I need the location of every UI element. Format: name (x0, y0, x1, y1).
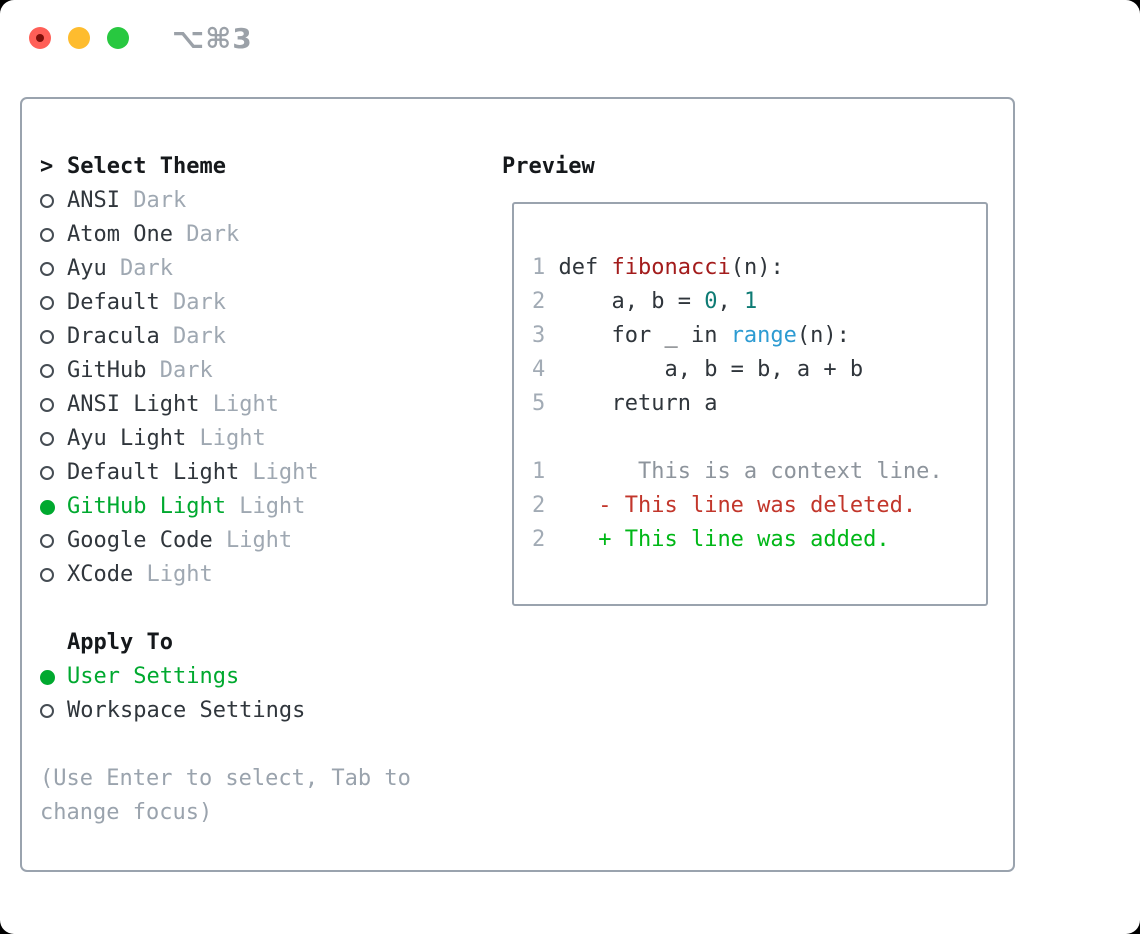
preview-code: 1 def fibonacci(n): 2 a, b = 0, 1 3 for _ … (532, 251, 986, 557)
theme-option-ansi-light[interactable]: ANSI Light Light (40, 388, 502, 422)
theme-option-dracula[interactable]: Dracula Dark (40, 320, 502, 354)
theme-name: Dracula (67, 324, 160, 349)
theme-variant-tag: Dark (172, 222, 240, 247)
theme-name: Default Light (67, 460, 240, 485)
minimize-button-icon[interactable] (68, 27, 90, 49)
theme-option-default-light[interactable]: Default Light Light (40, 456, 502, 490)
theme-name: ANSI (67, 188, 120, 213)
radio-icon (40, 432, 54, 446)
theme-option-ayu-light[interactable]: Ayu Light Light (40, 422, 502, 456)
apply-to-option-workspace-settings[interactable]: Workspace Settings (40, 694, 502, 728)
theme-name: ANSI Light (67, 392, 200, 417)
theme-option-ansi[interactable]: ANSI Dark (40, 184, 502, 218)
theme-variant-tag: Dark (106, 256, 173, 281)
titlebar: ⌥⌘3 (0, 0, 1140, 76)
theme-option-github[interactable]: GitHub Dark (40, 354, 502, 388)
diff-deleted-line: 2 - This line was deleted. (532, 493, 917, 518)
theme-option-atom-one[interactable]: Atom One Dark (40, 218, 502, 252)
preview-box: 1 def fibonacci(n): 2 a, b = 0, 1 3 for _ … (512, 202, 988, 606)
help-text: (Use Enter to select, Tab to change focu… (40, 766, 425, 825)
radio-icon (40, 534, 54, 548)
theme-option-github-light[interactable]: GitHub Light Light (40, 490, 502, 524)
radio-selected-icon (40, 499, 55, 515)
focus-chevron-icon: > (40, 154, 54, 179)
select-theme-title: Select Theme (67, 154, 226, 179)
theme-name: XCode (67, 562, 134, 587)
radio-icon (40, 466, 54, 480)
code-line-1: 1 def fibonacci(n): (532, 255, 784, 280)
apply-to-label: User Settings (67, 664, 240, 689)
code-line-3: 3 for _ in range(n): (532, 323, 850, 348)
radio-icon (40, 262, 54, 276)
theme-name: GitHub Light (67, 494, 226, 519)
theme-variant-tag: Dark (146, 358, 213, 383)
blank-line (532, 421, 986, 455)
code-line-2: 2 a, b = 0, 1 (532, 289, 758, 314)
theme-name: Google Code (67, 528, 213, 553)
theme-variant-tag: Dark (159, 324, 226, 349)
close-button-icon[interactable] (29, 27, 51, 49)
spacer (40, 592, 502, 626)
preview-header: Preview (502, 150, 1013, 184)
theme-name: Ayu (67, 256, 107, 281)
radio-icon (40, 398, 54, 412)
apply-to-title: Apply To (67, 630, 173, 655)
radio-icon (40, 330, 54, 344)
radio-icon (40, 568, 54, 582)
theme-variant-tag: Dark (119, 188, 187, 213)
theme-name: Default (67, 290, 160, 315)
diff-added-line: 2 + This line was added. (532, 527, 890, 552)
radio-icon (40, 194, 54, 208)
apply-to-option-user-settings[interactable]: User Settings (40, 660, 502, 694)
code-line-4: 4 a, b = b, a + b (532, 357, 864, 382)
theme-variant-tag: Light (239, 460, 319, 485)
apply-to-header: Apply To (40, 626, 502, 660)
theme-name: Atom One (67, 222, 173, 247)
theme-variant-tag: Light (199, 392, 279, 417)
select-theme-header: > Select Theme (40, 150, 502, 184)
theme-option-default[interactable]: Default Dark (40, 286, 502, 320)
window-shortcut-label: ⌥⌘3 (172, 21, 253, 55)
code-line-5: 5 return a (532, 391, 718, 416)
radio-icon (40, 364, 54, 378)
theme-variant-tag: Light (212, 528, 293, 553)
zoom-button-icon[interactable] (107, 27, 129, 49)
theme-variant-tag: Light (225, 494, 306, 519)
preview-title: Preview (502, 154, 595, 179)
theme-name: GitHub (67, 358, 147, 383)
radio-selected-icon (40, 669, 55, 685)
theme-name: Ayu Light (67, 426, 187, 451)
diff-context-line: 1 This is a context line. (532, 459, 943, 484)
theme-option-ayu[interactable]: Ayu Dark (40, 252, 502, 286)
theme-variant-tag: Light (186, 426, 266, 451)
theme-variant-tag: Dark (159, 290, 226, 315)
apply-to-label: Workspace Settings (67, 698, 306, 723)
radio-icon (40, 228, 54, 242)
theme-variant-tag: Light (133, 562, 213, 587)
theme-option-xcode[interactable]: XCode Light (40, 558, 502, 592)
preview-column: Preview 1 def fibonacci(n): 2 a, b = 0, 1… (502, 150, 1013, 870)
theme-option-google-code[interactable]: Google Code Light (40, 524, 502, 558)
radio-icon (40, 704, 54, 718)
radio-icon (40, 296, 54, 310)
